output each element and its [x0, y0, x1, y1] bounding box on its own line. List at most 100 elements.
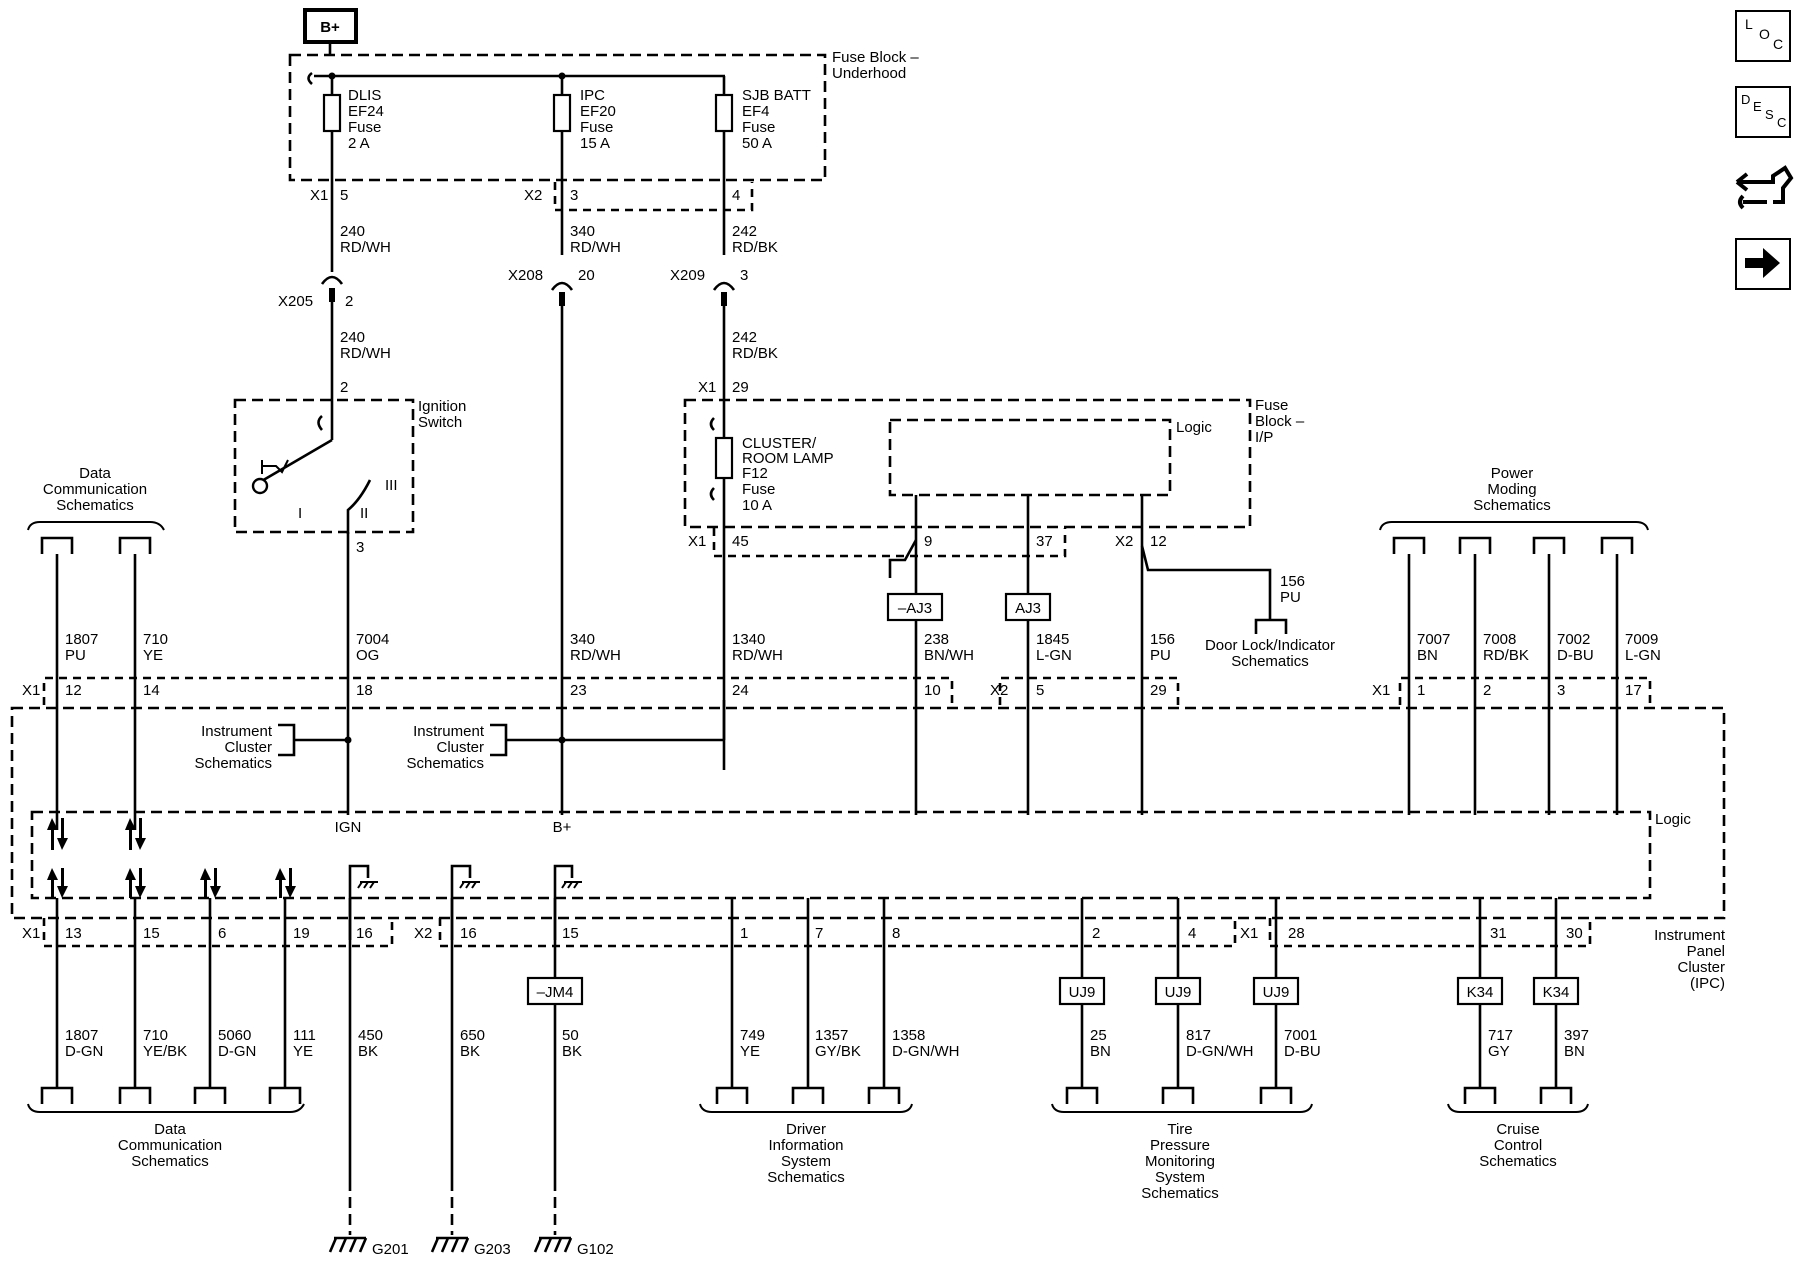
diagram-label: II [360, 505, 368, 522]
diagram-label: 8 [892, 925, 900, 942]
diagram-label: 5060 [218, 1027, 251, 1044]
diagram-label: 156 [1150, 631, 1175, 648]
diagram-label: BN [1417, 647, 1438, 664]
diagram-label: 710 [143, 1027, 168, 1044]
ignition-switch-label: Ignition [418, 398, 466, 415]
battery-source-label: B+ [320, 19, 340, 36]
next-page-button[interactable] [1735, 238, 1791, 290]
diagram-label: 397 [1564, 1027, 1589, 1044]
diagram-label: Cluster [224, 739, 272, 756]
diagram-label: X1 [698, 379, 716, 396]
diagram-label: 2 [340, 379, 348, 396]
diagram-label: 28 [1288, 925, 1305, 942]
diagram-label: RD/BK [1483, 647, 1529, 664]
diagram-label: 5 [1036, 682, 1044, 699]
diagram-label: 45 [732, 533, 749, 550]
diagram-label: Instrument [1654, 927, 1726, 944]
diagram-label: X1 [1372, 682, 1390, 699]
diagram-label: L-GN [1036, 647, 1072, 664]
diagram-label: BK [562, 1043, 582, 1060]
diagram-label: 240 [340, 223, 365, 240]
diagram-label: 50 [562, 1027, 579, 1044]
ign-input-label: IGN [335, 819, 362, 836]
diagram-label: Cluster [1677, 959, 1725, 976]
ipc-logic [30, 810, 1652, 900]
diagram-label: YE/BK [143, 1043, 187, 1060]
diagram-label: 650 [460, 1027, 485, 1044]
diagram-label: D-BU [1284, 1043, 1321, 1060]
diagram-label: Information [768, 1137, 843, 1154]
diagram-label: YE [293, 1043, 313, 1060]
diagram-label: RD/WH [570, 647, 621, 664]
diagram-label: 14 [143, 682, 160, 699]
fuse-cluster-icon [714, 436, 734, 480]
diagram-label: X1 [688, 533, 706, 550]
diagram-label: X1 [22, 925, 40, 942]
diagram-label: RD/WH [340, 345, 391, 362]
fuse-block-ip-label: Fuse [1255, 397, 1288, 414]
chassis-ground-icons [328, 1236, 573, 1253]
connector-view-button[interactable] [1733, 158, 1795, 214]
diagram-label: PU [65, 647, 86, 664]
nav-loc-button[interactable]: L O C [1735, 10, 1791, 62]
diagram-label: 3 [1557, 682, 1565, 699]
diagram-label: Switch [418, 414, 462, 431]
diagram-label: (IPC) [1690, 975, 1725, 992]
diagram-label: 7001 [1284, 1027, 1317, 1044]
diagram-label: Instrument [413, 723, 485, 740]
diagram-label: Schematics [1479, 1153, 1557, 1170]
diagram-label: X205 [278, 293, 313, 310]
ignition-key-icon [251, 477, 269, 495]
diagram-label: 242 [732, 329, 757, 346]
ic-schematics-ref-1: Instrument Cluster Schematics [194, 723, 272, 772]
diagram-label: III [385, 477, 398, 494]
diagram-label: 3 [356, 539, 364, 556]
diagram-label: BK [358, 1043, 378, 1060]
diagram-label: X1 [310, 187, 328, 204]
diagram-label: 15 A [580, 135, 610, 152]
diagram-label: 7009 [1625, 631, 1658, 648]
diagram-label: EF24 [348, 103, 384, 120]
diagram-label: 16 [460, 925, 477, 942]
diagram-label: Schematics [1231, 653, 1309, 670]
diagram-label: 24 [732, 682, 749, 699]
diagram-label: Cluster [436, 739, 484, 756]
diagram-label: 1 [740, 925, 748, 942]
diagram-label: Schematics [406, 755, 484, 772]
diagram-label: 4 [1188, 925, 1196, 942]
diagram-label: RD/BK [732, 239, 778, 256]
diagram-label: PU [1150, 647, 1171, 664]
diagram-label: 3 [740, 267, 748, 284]
diagram-label: 12 [1150, 533, 1167, 550]
ipc-bottom-pins: X1 13 15 6 19 16 X2 16 15 1 7 8 2 4 X1 2… [22, 925, 1583, 942]
ground-g203-label: G203 [474, 1241, 511, 1258]
diagram-label: 12 [65, 682, 82, 699]
diagram-label: 25 [1090, 1027, 1107, 1044]
data-comm-top-ref: Data [79, 465, 111, 482]
diagram-label: I [298, 505, 302, 522]
diagram-label: F12 [742, 465, 768, 482]
diagram-label: 111 [293, 1027, 316, 1044]
diagram-label: 19 [293, 925, 310, 942]
diagram-label: X2 [990, 682, 1008, 699]
diagram-label: Pressure [1150, 1137, 1210, 1154]
diagram-label: Fuse [348, 119, 381, 136]
diagram-label: RD/WH [340, 239, 391, 256]
diagram-label: Driver [786, 1121, 826, 1138]
diagram-label: 717 [1488, 1027, 1513, 1044]
uj9-box-1: UJ9 [1069, 984, 1096, 1001]
jm4-box: –JM4 [537, 984, 574, 1001]
bplus-input-label: B+ [553, 819, 572, 836]
diagram-label: L-GN [1625, 647, 1661, 664]
diagram-label: 10 [924, 682, 941, 699]
diagram-label: Logic [1655, 811, 1691, 828]
diagram-label: 4 [732, 187, 740, 204]
diagram-label: 7 [815, 925, 823, 942]
nav-desc-button[interactable]: D E S C [1735, 86, 1791, 138]
diagram-label: GY/BK [815, 1043, 861, 1060]
diagram-label: 23 [570, 682, 587, 699]
diagram-label: 7004 [356, 631, 389, 648]
diagram-label: 5 [340, 187, 348, 204]
